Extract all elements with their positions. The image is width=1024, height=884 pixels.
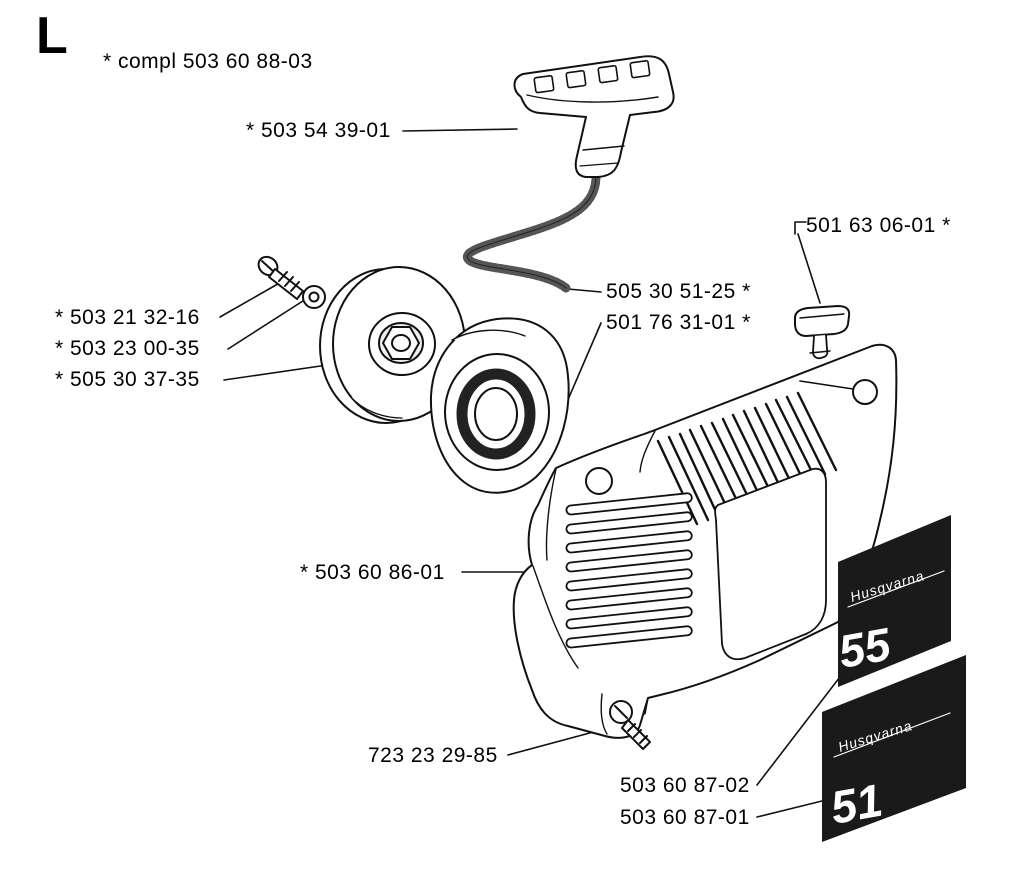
part-label-screw-bottom: 723 23 29-85 (368, 744, 498, 767)
part-label-decal-51: 503 60 87-01 (620, 806, 750, 829)
leader-lines (220, 129, 843, 817)
section-letter: L (36, 7, 68, 65)
screw-bottom-drawing (610, 701, 650, 749)
part-label-starter-handle: * 503 54 39-01 (246, 119, 391, 142)
decal-55-drawing: Husqvarna 55 (835, 515, 951, 687)
part-label-rope-pulley: * 505 30 37-35 (55, 368, 200, 391)
pulley-cover-drawing (431, 318, 569, 492)
part-label-starter-housing: * 503 60 86-01 (300, 561, 445, 584)
starter-handle-drawing (514, 56, 673, 177)
part-label-clip: 501 63 06-01 * (806, 214, 951, 237)
clip-drawing (795, 306, 849, 358)
assembly-complete-label: * compl 503 60 88-03 (103, 50, 313, 73)
decal-51-drawing: Husqvarna 51 (822, 655, 966, 842)
part-label-pulley-cover: 501 76 31-01 * (606, 311, 751, 334)
part-label-starter-rope: 505 30 51-25 * (606, 280, 751, 303)
decal-51-model-text: 51 (827, 774, 886, 834)
decal-55-model-text: 55 (835, 618, 896, 678)
starter-housing-drawing (514, 345, 897, 738)
starter-rope-drawing (467, 176, 596, 288)
screw-top-drawing (255, 253, 303, 299)
part-label-screw-top: * 503 21 32-16 (55, 306, 200, 329)
washer-drawing (303, 286, 325, 308)
part-label-decal-55: 503 60 87-02 (620, 774, 750, 797)
part-label-washer: * 503 23 00-35 (55, 337, 200, 360)
